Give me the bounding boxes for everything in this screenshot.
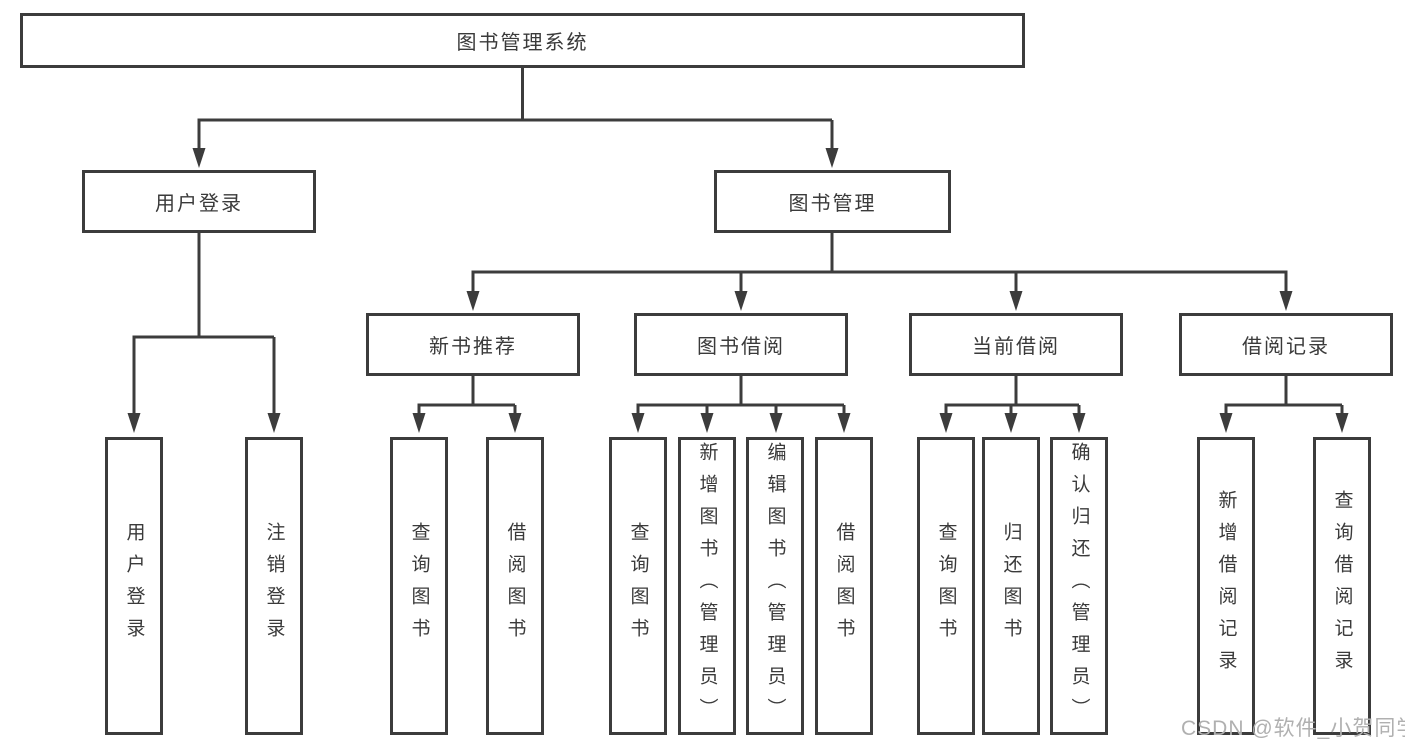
leaf-add-books-admin: 新增图书（管理员） [678, 437, 736, 735]
leaf-query-books-current: 查询图书 [917, 437, 975, 735]
node-current-borrowing: 当前借阅 [909, 313, 1123, 376]
leaf-query-borrow-record: 查询借阅记录 [1313, 437, 1371, 735]
leaf-confirm-return-admin: 确认归还（管理员） [1050, 437, 1108, 735]
leaf-borrow-books: 借阅图书 [815, 437, 873, 735]
leaf-query-books-recommend: 查询图书 [390, 437, 448, 735]
node-library-management-system: 图书管理系统 [20, 13, 1025, 68]
node-user-login: 用户登录 [82, 170, 316, 233]
leaf-query-books-borrowing: 查询图书 [609, 437, 667, 735]
leaf-return-books: 归还图书 [982, 437, 1040, 735]
leaf-edit-books-admin: 编辑图书（管理员） [746, 437, 804, 735]
csdn-watermark: CSDN @软件_小贺同学 [1181, 717, 1405, 740]
node-book-management: 图书管理 [714, 170, 951, 233]
leaf-logout: 注销登录 [245, 437, 303, 735]
leaf-add-borrow-record: 新增借阅记录 [1197, 437, 1255, 735]
leaf-user-login: 用户登录 [105, 437, 163, 735]
node-new-book-recommendation: 新书推荐 [366, 313, 580, 376]
leaf-borrow-books-recommend: 借阅图书 [486, 437, 544, 735]
node-book-borrowing: 图书借阅 [634, 313, 848, 376]
node-borrowing-records: 借阅记录 [1179, 313, 1393, 376]
